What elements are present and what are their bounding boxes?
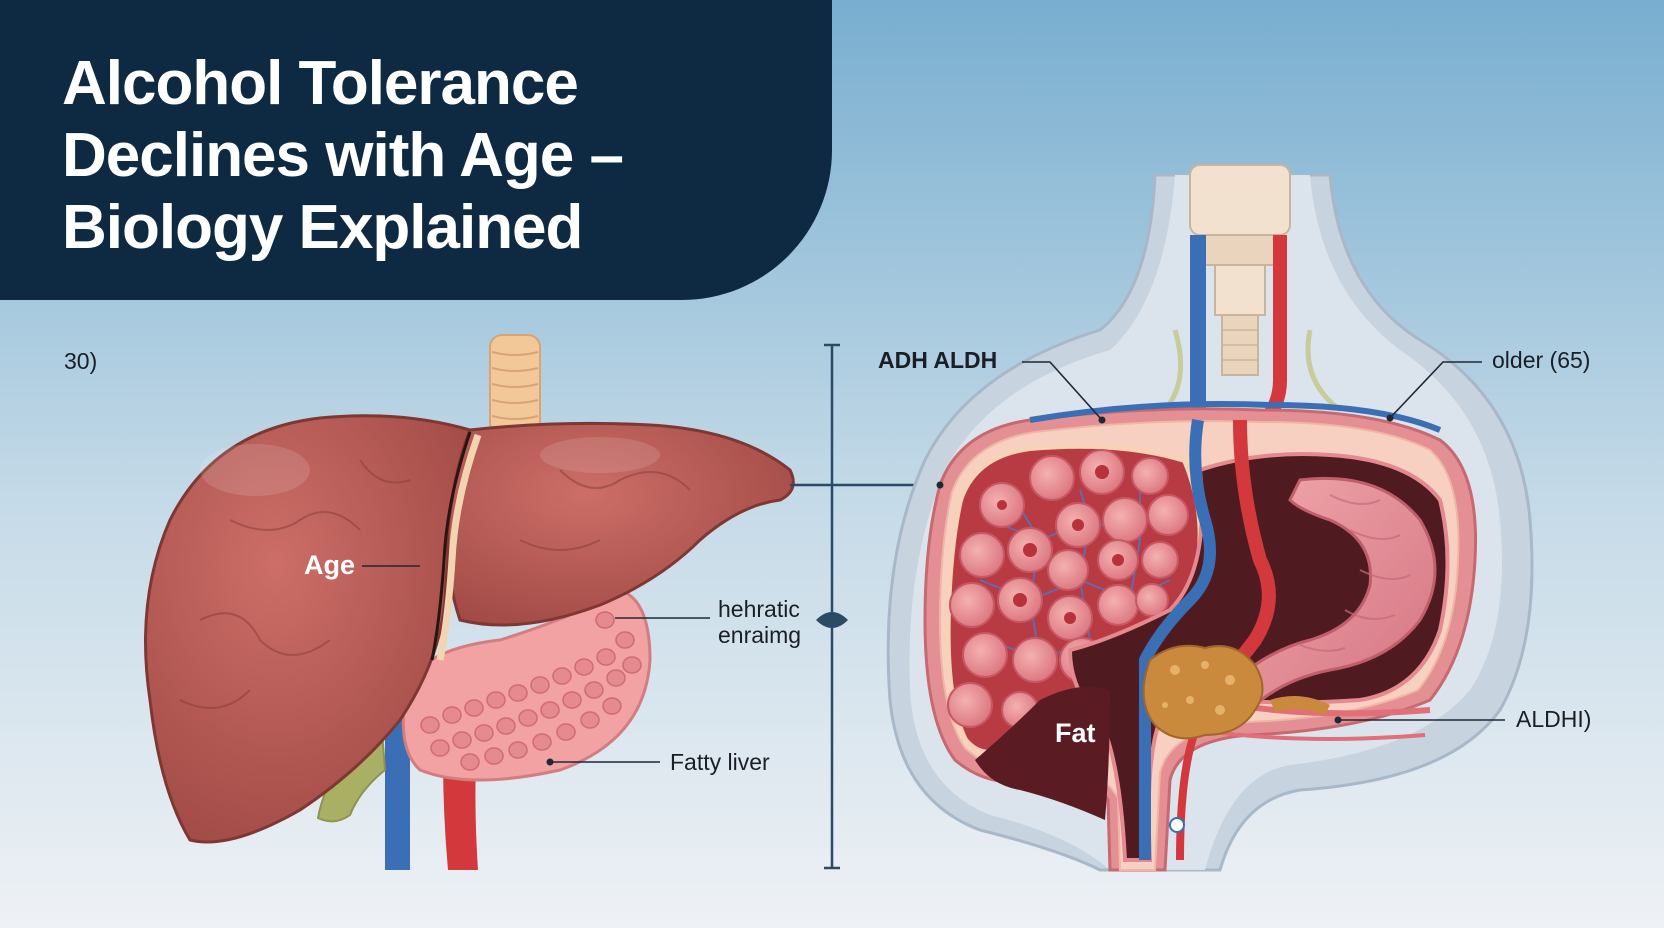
liver-left-lobe [144,414,472,844]
label-hepatic-line-2: enraimg [718,622,802,648]
label-aldh: ALDHI) [1516,706,1592,732]
title-line-2: Declines with Age – [62,121,624,190]
torso-cross-section [886,164,1534,872]
liver-illustration [144,334,795,870]
pancreas [401,588,652,782]
label-age: Age [304,550,356,580]
neck-tube [1189,164,1291,376]
label-fat: Fat [1055,718,1096,748]
label-adh-aldh: ADH ALDH [878,347,998,373]
title-panel [0,0,832,300]
label-fatty-liver: Fatty liver [670,749,770,775]
label-age-30: 30) [64,348,98,374]
liver-right-lobe [446,421,795,627]
label-hepatic-line-1: hehratic [718,596,800,622]
label-older: older (65) [1492,347,1591,373]
fat-chamber [975,686,1110,820]
leader-lines [362,361,1505,763]
older-leader [1389,361,1482,419]
adh-aldh-leader [1022,361,1103,421]
divider-diamond [816,612,848,628]
title-line-3: Biology Explained [62,193,583,262]
falciform-ligament [436,433,482,661]
title-line-1: Alcohol Tolerance [62,49,579,118]
